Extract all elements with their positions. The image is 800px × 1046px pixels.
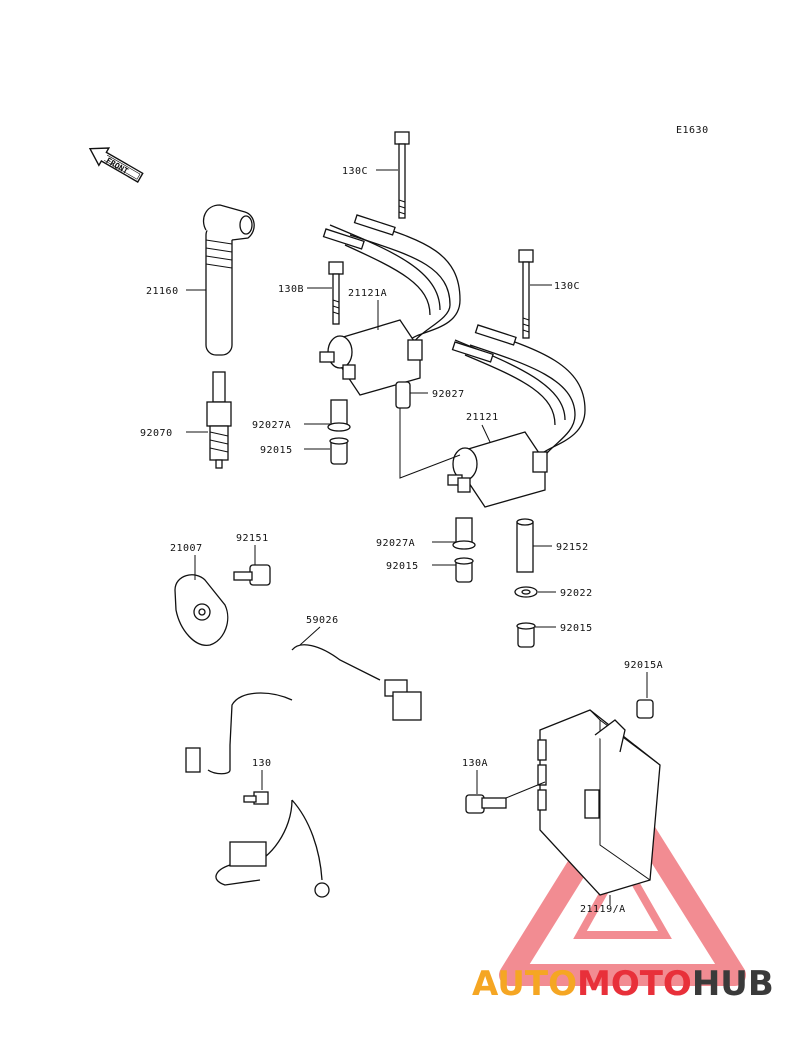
label-92015-top: 92015 xyxy=(260,445,293,456)
ignition-coil-21121a xyxy=(319,214,461,396)
front-arrow-icon: FRONT xyxy=(88,147,144,183)
bolt-130a xyxy=(465,794,507,814)
label-130b: 130B xyxy=(278,284,304,295)
label-92027a-mid: 92027A xyxy=(376,538,415,549)
igniter-unit-21119a xyxy=(537,709,661,896)
bushing-92027a-mid xyxy=(452,517,476,550)
label-130c-top: 130C xyxy=(342,166,368,177)
watermark-auto: AUTO xyxy=(472,964,577,1004)
bolt-130c-top xyxy=(394,131,410,219)
ignition-coil-21121 xyxy=(447,324,586,508)
label-92015-right: 92015 xyxy=(560,623,593,634)
leader-lines xyxy=(186,169,648,905)
label-130a: 130A xyxy=(462,758,488,769)
bushing-92015-right xyxy=(516,622,536,648)
watermark-hub: HUB xyxy=(692,964,774,1004)
plug-cap-21160 xyxy=(202,204,255,356)
watermark-logo-icon xyxy=(499,784,746,986)
watermark-moto: MOTO xyxy=(577,964,692,1004)
wiring-harness-59026 xyxy=(185,640,422,898)
washer-92022 xyxy=(514,586,538,598)
label-21160: 21160 xyxy=(146,286,179,297)
label-92152: 92152 xyxy=(556,542,589,553)
bolt-130b xyxy=(328,261,344,325)
label-130c-right: 130C xyxy=(554,281,580,292)
label-21121a: 21121A xyxy=(348,288,387,299)
label-130: 130 xyxy=(252,758,272,769)
link-line xyxy=(399,408,461,479)
bushing-92015-top xyxy=(329,437,349,465)
bushing-92027 xyxy=(395,381,411,409)
svg-text:AUTOMOTOHUB: AUTOMOTOHUB xyxy=(472,964,774,1004)
label-92015a: 92015A xyxy=(624,660,663,671)
label-92151: 92151 xyxy=(236,533,269,544)
label-21007: 21007 xyxy=(170,543,203,554)
label-92022: 92022 xyxy=(560,588,593,599)
label-92027: 92027 xyxy=(432,389,465,400)
label-21119a: 21119/A xyxy=(580,904,626,915)
bushing-92015-mid xyxy=(454,557,474,583)
timing-plate-21007 xyxy=(174,574,229,646)
label-92070: 92070 xyxy=(140,428,173,439)
label-92027a-top: 92027A xyxy=(252,420,291,431)
bushing-92027a-top xyxy=(327,399,351,432)
spacer-92152 xyxy=(516,518,534,573)
label-59026: 59026 xyxy=(306,615,339,626)
label-92015-mid: 92015 xyxy=(386,561,419,572)
spark-plug-92070 xyxy=(206,371,232,469)
figure-id: E1630 xyxy=(676,125,709,136)
label-21121: 21121 xyxy=(466,412,499,423)
bushing-92015a xyxy=(636,699,654,719)
bolt-130 xyxy=(243,791,269,805)
bolt-130c-right xyxy=(518,249,534,339)
bolt-92151 xyxy=(233,564,271,586)
watermark-text: AUTOMOTOHUB xyxy=(472,964,774,1004)
